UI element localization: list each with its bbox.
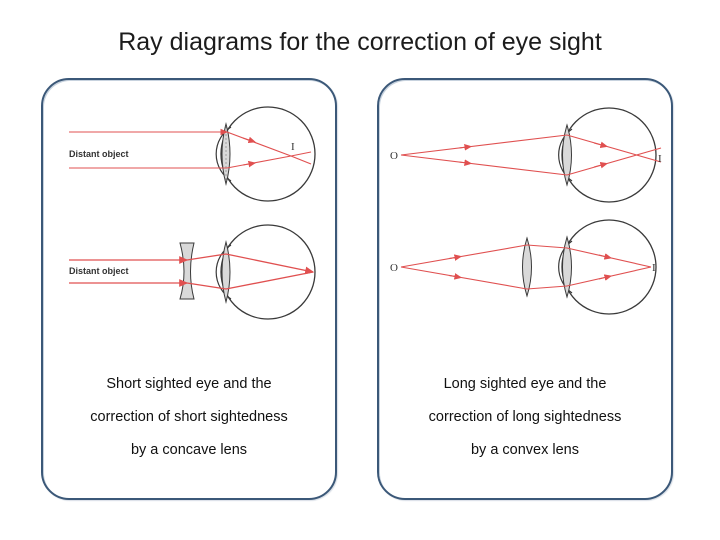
caption-line-1: Long sighted eye and the [443, 376, 607, 392]
eye-lens [562, 235, 572, 299]
short-sighted-panel: Distant object I Distant object Short si… [41, 78, 337, 500]
short-sighted-rays-top [69, 128, 312, 169]
short-sighted-eye-bottom [215, 224, 316, 320]
eyeball-outline [561, 107, 657, 203]
short-sighted-caption: Short sighted eye and the correction of … [43, 368, 335, 467]
eye-lens [562, 123, 572, 187]
caption-line-2: correction of short sightedness [90, 409, 288, 425]
page-title: Ray diagrams for the correction of eye s… [118, 28, 602, 56]
image-point-label-bottom: I [652, 262, 656, 274]
object-point-label-bottom: O [390, 262, 398, 274]
short-sighted-rays-bottom [69, 253, 315, 290]
short-sighted-eye-top [215, 106, 316, 202]
eye-lens [221, 240, 231, 304]
caption-line-3: by a convex lens [470, 442, 579, 458]
long-sighted-caption: Long sighted eye and the correction of l… [379, 368, 671, 467]
caption-line-3: by a concave lens [130, 442, 248, 458]
distant-object-label-top: Distant object [69, 149, 129, 159]
image-point-label-top: I [658, 153, 662, 165]
eyeball-outline [220, 106, 316, 202]
short-sighted-ray-diagram: Distant object I Distant object [69, 106, 316, 320]
convex-lens [522, 236, 532, 298]
image-point-label: I [291, 141, 295, 153]
distant-object-label-bottom: Distant object [69, 266, 129, 276]
concave-lens [179, 242, 195, 300]
eyeball-outline [220, 224, 316, 320]
long-sighted-rays-top [400, 134, 662, 176]
long-sighted-panel: O I O I Long sighted eye and the correct… [377, 78, 673, 500]
object-point-label-top: O [390, 150, 398, 162]
long-sighted-eye-top [558, 107, 657, 203]
caption-line-1: Short sighted eye and the [106, 376, 272, 392]
long-sighted-eye-bottom [558, 219, 657, 315]
eyeball-outline [561, 219, 657, 315]
long-sighted-ray-diagram: O I O I [390, 107, 662, 315]
long-sighted-rays-bottom [400, 244, 652, 290]
caption-line-2: correction of long sightedness [428, 409, 622, 425]
